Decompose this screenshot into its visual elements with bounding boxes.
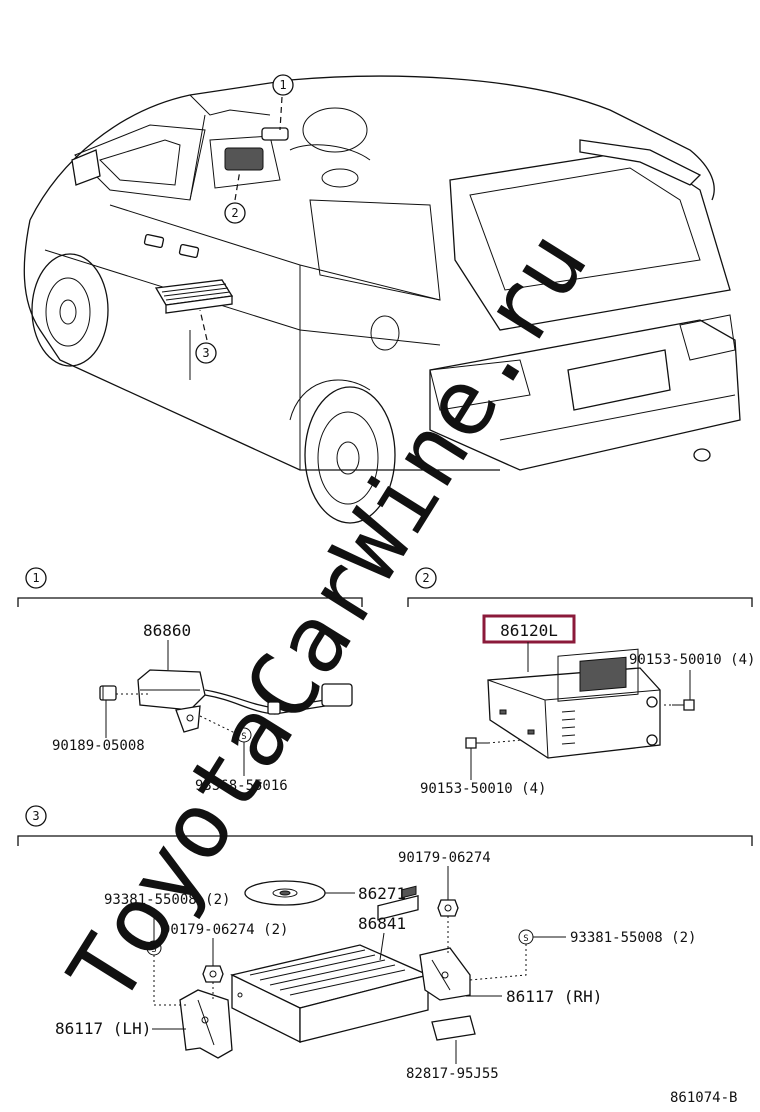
label-86860: 86860: [143, 621, 191, 640]
section-1: 1 S 86860 90189-05008 93568-5501: [17, 567, 363, 794]
svg-text:S: S: [151, 945, 156, 955]
section-3: 3: [17, 805, 753, 1082]
section-2-marker: [415, 567, 437, 589]
bracket-86117-lh[interactable]: [179, 989, 233, 1059]
label-90179-06274-left: 90179-06274 (2): [162, 922, 288, 938]
svg-text:S: S: [241, 732, 246, 742]
label-86117-rh: 86117 (RH): [506, 987, 602, 1006]
washer-symbol-93381-right: S: [518, 929, 534, 945]
diagram-id: 861074-B: [670, 1090, 737, 1106]
vehicle-illustration: [23, 75, 741, 524]
screw-90153-left[interactable]: [465, 737, 488, 749]
clip-90189[interactable]: [99, 685, 117, 701]
svg-text:S: S: [523, 934, 528, 944]
svg-text:1: 1: [32, 571, 39, 585]
svg-text:2: 2: [422, 571, 429, 585]
callout-2-vehicle: 2: [224, 202, 246, 224]
label-93568-55016: 93568-55016: [195, 778, 288, 794]
callout-1-vehicle: 1: [272, 74, 294, 96]
svg-text:3: 3: [202, 346, 209, 360]
nut-90179-top[interactable]: [437, 899, 459, 917]
cd-changer-86841[interactable]: [230, 885, 430, 1044]
part-highlight-box: [482, 614, 576, 644]
label-86120L[interactable]: 86120L: [500, 621, 558, 640]
pad-82817[interactable]: [431, 1015, 476, 1041]
svg-text:3: 3: [32, 809, 39, 823]
section-1-marker: [25, 567, 47, 589]
label-90189-05008: 90189-05008: [52, 738, 145, 754]
svg-text:1: 1: [279, 78, 286, 92]
bracket-86117-rh[interactable]: [419, 947, 471, 1001]
label-86841: 86841: [358, 914, 406, 933]
gps-antenna-86860[interactable]: [137, 669, 353, 733]
label-93381-55008-left: 93381-55008 (2): [104, 892, 230, 908]
cd-changer-in-vehicle: [154, 279, 234, 314]
cd-disc-86271[interactable]: [244, 880, 326, 906]
nut-90179-left[interactable]: [202, 965, 224, 983]
svg-text:2: 2: [231, 206, 238, 220]
label-82817-95j55: 82817-95J55: [406, 1066, 499, 1082]
label-86271: 86271: [358, 884, 406, 903]
label-90153-50010-left: 90153-50010 (4): [420, 781, 546, 797]
callout-3-vehicle: 3: [195, 342, 217, 364]
label-93381-55008-right: 93381-55008 (2): [570, 930, 696, 946]
section-3-marker: [25, 805, 47, 827]
label-90153-50010-right: 90153-50010 (4): [629, 652, 755, 668]
label-86117-lh: 86117 (LH): [55, 1019, 151, 1038]
label-90179-06274-top: 90179-06274: [398, 850, 491, 866]
navigation-unit-86120L[interactable]: [487, 648, 661, 759]
section-2: 2 86120L 90153-50010: [407, 567, 755, 797]
screw-90153-right[interactable]: [672, 699, 695, 711]
